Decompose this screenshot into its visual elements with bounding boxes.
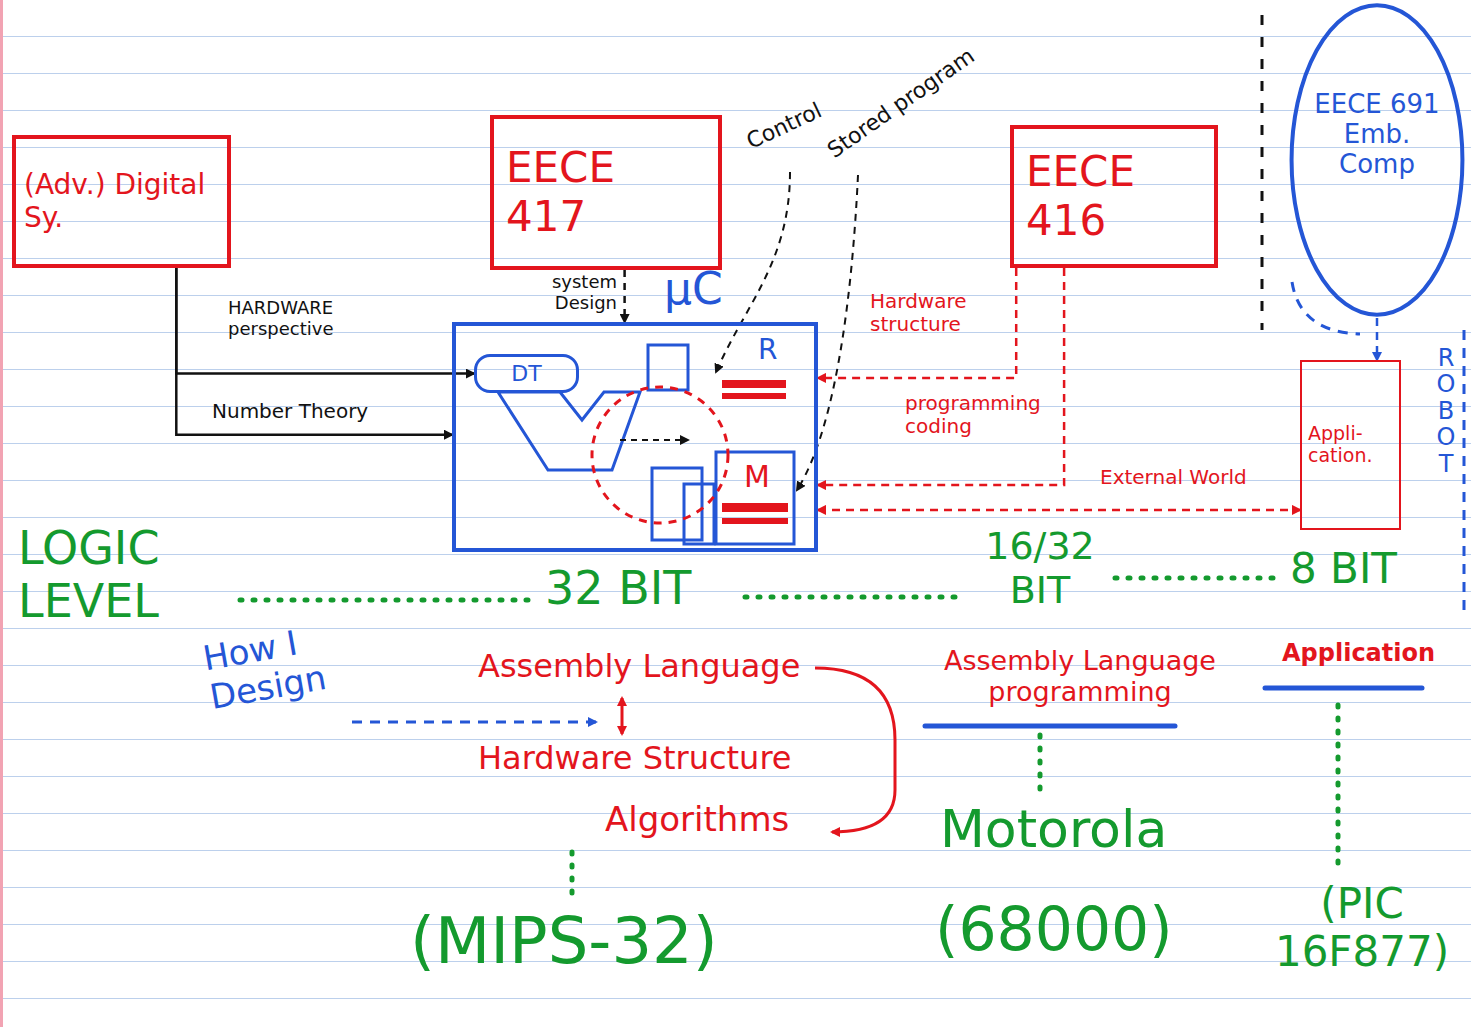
underline xyxy=(925,724,1175,729)
block-symbol xyxy=(648,345,688,390)
connector-label: programming coding xyxy=(905,392,1050,438)
dotted-level-line xyxy=(240,578,1338,895)
leader-line xyxy=(797,175,858,490)
design-arrow xyxy=(352,721,596,724)
bit-width: 8 BIT xyxy=(1290,545,1397,593)
node-text: EECE 417 xyxy=(506,144,656,241)
register-box: DT xyxy=(474,354,579,393)
connector-label: External World xyxy=(1100,466,1247,489)
separator-line xyxy=(1261,15,1264,330)
memory-label: M xyxy=(744,460,770,495)
cycle-loop xyxy=(592,387,728,523)
annotation: How I Design xyxy=(200,616,351,717)
course-blob: EECE 691 Emb. Comp xyxy=(1288,2,1466,318)
register-label: R xyxy=(758,334,777,366)
course-box: (Adv.) Digital Sy. xyxy=(12,135,231,268)
flow-arrow xyxy=(620,439,688,441)
annotation: Stored program xyxy=(823,43,979,163)
memory-box xyxy=(716,452,794,544)
connector-arrow xyxy=(1376,318,1379,360)
node-text: (Adv.) Digital Sy. xyxy=(24,169,219,233)
level-heading: LOGIC LEVEL xyxy=(18,522,228,628)
microcontroller-sketch xyxy=(498,345,794,544)
topic-note: Algorithms xyxy=(605,800,789,839)
block-symbol xyxy=(684,484,714,544)
node-text: DT xyxy=(511,361,541,386)
region-line xyxy=(1463,330,1466,612)
topic-note: Application xyxy=(1282,640,1435,668)
connector-label: ROBOT xyxy=(1434,345,1458,477)
processor-name: (MIPS-32) xyxy=(410,905,718,979)
block-symbol xyxy=(652,468,702,540)
register-bar xyxy=(722,393,786,399)
connector-label: system Design xyxy=(525,272,617,313)
application-box: Appli- cation. xyxy=(1300,360,1401,530)
connector-label: HARDWARE perspective xyxy=(228,298,408,339)
bracket-arrow xyxy=(815,668,895,832)
connector-label: Number Theory xyxy=(212,400,368,423)
connector-arrow xyxy=(818,268,1016,378)
connector-label: Hardware structure xyxy=(870,290,990,336)
relation-arrow xyxy=(621,698,624,734)
connector-arrow xyxy=(818,268,1064,485)
node-text: EECE 416 xyxy=(1026,148,1176,245)
processor-name: (PIC 16F877) xyxy=(1262,880,1462,977)
node-text: EECE 691 Emb. Comp xyxy=(1307,90,1447,180)
vendor-name: Motorola xyxy=(940,800,1167,860)
connector-arrow xyxy=(818,509,1300,512)
connector-arrow xyxy=(623,270,626,322)
annotation: Control xyxy=(743,98,826,155)
node-text: Appli- cation. xyxy=(1308,423,1393,467)
topic-note: Assembly Language xyxy=(478,648,800,685)
leader-line xyxy=(716,172,790,372)
blob-outline xyxy=(1292,5,1463,315)
memory-bar xyxy=(722,503,788,512)
register-bar xyxy=(722,380,786,388)
topic-note: Hardware Structure xyxy=(478,740,792,777)
memory-bar xyxy=(722,518,788,524)
bit-width: 32 BIT xyxy=(545,562,691,615)
bit-width: 16/32 BIT xyxy=(975,525,1105,612)
processor-name: (68000) xyxy=(935,895,1173,964)
course-box: EECE 417 xyxy=(490,115,722,270)
connector-arrow xyxy=(176,268,452,435)
topic-note: Assembly Language programming xyxy=(920,645,1240,707)
connector-arrow xyxy=(176,268,474,374)
underline xyxy=(1265,686,1422,691)
node-heading: μC xyxy=(664,264,723,315)
course-box: EECE 416 xyxy=(1010,125,1218,268)
alu-symbol xyxy=(498,392,640,470)
